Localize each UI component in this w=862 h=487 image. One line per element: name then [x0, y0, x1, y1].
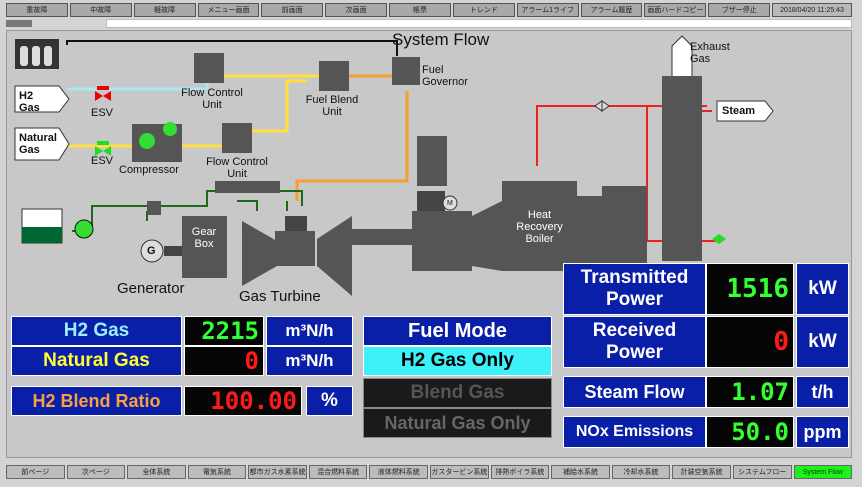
natural-gas-label: Natural Gas — [19, 132, 57, 156]
nav-button[interactable]: ガスタービン系統 — [430, 465, 489, 479]
top-button[interactable]: 重故障 — [6, 3, 68, 17]
motor-m-label: M — [447, 200, 453, 207]
flow-control-unit-label: Flow Control Unit — [206, 156, 268, 180]
steam-flow-unit: t/h — [796, 376, 849, 408]
steam-valve-icon — [594, 100, 610, 112]
clock: 2018/04/20 11:25:43 — [772, 3, 852, 17]
nox-emissions-label: NOx Emissions — [563, 416, 706, 448]
fuel-mode-natural-gas-only[interactable]: Natural Gas Only — [363, 408, 552, 438]
nav-button[interactable]: 混合燃料系統 — [308, 465, 368, 479]
fuel-mode-h2-only[interactable]: H2 Gas Only — [363, 346, 552, 376]
nav-button[interactable]: システムフロー — [732, 465, 792, 479]
h2-gas-label: H2 Gas — [19, 90, 40, 114]
transmitted-power-unit: kW — [796, 263, 849, 315]
gear-box-label: Gear Box — [191, 226, 217, 250]
h2-gas-flow-label: H2 Gas — [11, 316, 182, 346]
natural-gas-inlet — [14, 127, 70, 161]
fuel-mode-blend-gas[interactable]: Blend Gas — [363, 378, 552, 408]
top-button[interactable]: ブザー停止 — [708, 3, 771, 17]
compressor-motor-icon — [139, 133, 155, 149]
bottom-navigation: 前ページ 次ページ 全体系統 電気系統 都市ガス水素系統 混合燃料系統 液体燃料… — [6, 465, 853, 479]
heat-recovery-boiler — [502, 181, 577, 271]
ng-line — [237, 79, 307, 133]
nav-button[interactable]: 前ページ — [6, 465, 65, 479]
generator-g-label: G — [147, 245, 156, 257]
fuel-governor-label: Fuel Governor — [422, 64, 468, 88]
top-button[interactable]: 次画面 — [325, 3, 388, 17]
exhaust-gas-label: Exhaust Gas — [690, 41, 730, 65]
nav-button[interactable]: 計装空気系統 — [672, 465, 731, 479]
transmitted-power-value: 1516 — [706, 263, 794, 315]
natural-gas-flow-value: 0 — [184, 346, 264, 376]
nav-button-system-flow[interactable]: System Flow — [793, 465, 853, 479]
message-field[interactable] — [106, 19, 852, 28]
drain-valve-icon — [712, 234, 726, 244]
fuel-blend-unit — [319, 61, 349, 91]
steam-label: Steam — [722, 105, 756, 117]
top-button[interactable]: 前画面 — [261, 3, 324, 17]
natural-gas-flow-unit: m³N/h — [266, 346, 353, 376]
nav-button[interactable]: 都市ガス水素系統 — [248, 465, 307, 479]
nav-button[interactable]: 電気系統 — [187, 465, 247, 479]
turbine-compressor — [242, 221, 277, 286]
steam-outlet — [716, 100, 774, 122]
compressor-label: Compressor — [119, 164, 179, 176]
diagram-title: System Flow — [392, 30, 490, 49]
nav-button[interactable]: 次ページ — [66, 465, 126, 479]
steam-flow-value: 1.07 — [706, 376, 794, 408]
top-button[interactable]: 画面ハードコピー — [644, 3, 707, 17]
received-power-label: Received Power — [563, 316, 706, 368]
system-flow-panel: System Flow H2 Gas Natural Gas ESV ESV C… — [6, 30, 852, 458]
nav-button[interactable]: 全体系統 — [127, 465, 186, 479]
nav-button[interactable]: 液体燃料系統 — [369, 465, 429, 479]
gas-turbine-label: Gas Turbine — [239, 288, 321, 305]
turbine-expander — [317, 216, 352, 296]
esv-label: ESV — [91, 155, 114, 167]
status-row — [6, 19, 852, 28]
h2-gas-flow-unit: m³N/h — [266, 316, 353, 346]
heat-recovery-boiler-label: Heat Recovery Boiler — [516, 209, 563, 245]
esv-ng-valve-icon — [95, 146, 111, 156]
fuel-governor — [392, 57, 420, 85]
top-button[interactable]: アラーム1ライフ — [516, 3, 579, 17]
fuel-blend-unit-label: Fuel Blend Unit — [305, 94, 359, 118]
flow-control-unit-label: Flow Control Unit — [181, 87, 243, 111]
gas-header-line — [66, 40, 398, 56]
top-button[interactable]: 帳票 — [389, 3, 451, 17]
top-button[interactable]: アラーム履歴 — [580, 3, 643, 17]
top-button[interactable]: 中故障 — [69, 3, 132, 17]
generator-icon — [140, 239, 164, 263]
natural-gas-flow-label: Natural Gas — [11, 346, 182, 376]
top-button[interactable]: 軽故障 — [133, 3, 196, 17]
received-power-unit: kW — [796, 316, 849, 368]
nox-emissions-value: 50.0 — [706, 416, 794, 448]
gear-box — [182, 216, 227, 278]
nav-button[interactable]: 補給水系統 — [551, 465, 610, 479]
status-indicator — [6, 20, 32, 27]
steam-flow-label: Steam Flow — [563, 376, 706, 408]
top-toolbar: 重故障 中故障 軽故障 メニュー画面 前画面 次画面 帳票 トレンド アラーム1… — [6, 3, 852, 17]
nox-emissions-unit: ppm — [796, 416, 849, 448]
flow-control-unit-2 — [222, 123, 252, 153]
exhaust-duct — [412, 211, 472, 271]
esv-label: ESV — [91, 107, 114, 119]
top-button[interactable]: トレンド — [452, 3, 515, 17]
fuel-mode-title: Fuel Mode — [363, 316, 552, 346]
esv-h2-valve-icon — [95, 91, 111, 101]
h2-gas-flow-value: 2215 — [184, 316, 264, 346]
exhaust-stack — [662, 76, 702, 261]
h2-blend-ratio-value: 100.00 — [184, 386, 302, 416]
oil-pump-icon — [74, 219, 94, 239]
transmitted-power-label: Transmitted Power — [563, 263, 706, 315]
h2-gas-inlet — [14, 85, 70, 113]
received-power-value: 0 — [706, 316, 794, 368]
top-button[interactable]: メニュー画面 — [197, 3, 260, 17]
generator-label: Generator — [117, 280, 185, 297]
flow-diagram — [14, 35, 774, 296]
h2-blend-ratio-label: H2 Blend Ratio — [11, 386, 182, 416]
flow-control-unit-1 — [194, 53, 224, 83]
nav-button[interactable]: 排熱ボイラ系統 — [490, 465, 550, 479]
nav-button[interactable]: 冷却水系統 — [611, 465, 671, 479]
h2-blend-ratio-unit: % — [306, 386, 353, 416]
